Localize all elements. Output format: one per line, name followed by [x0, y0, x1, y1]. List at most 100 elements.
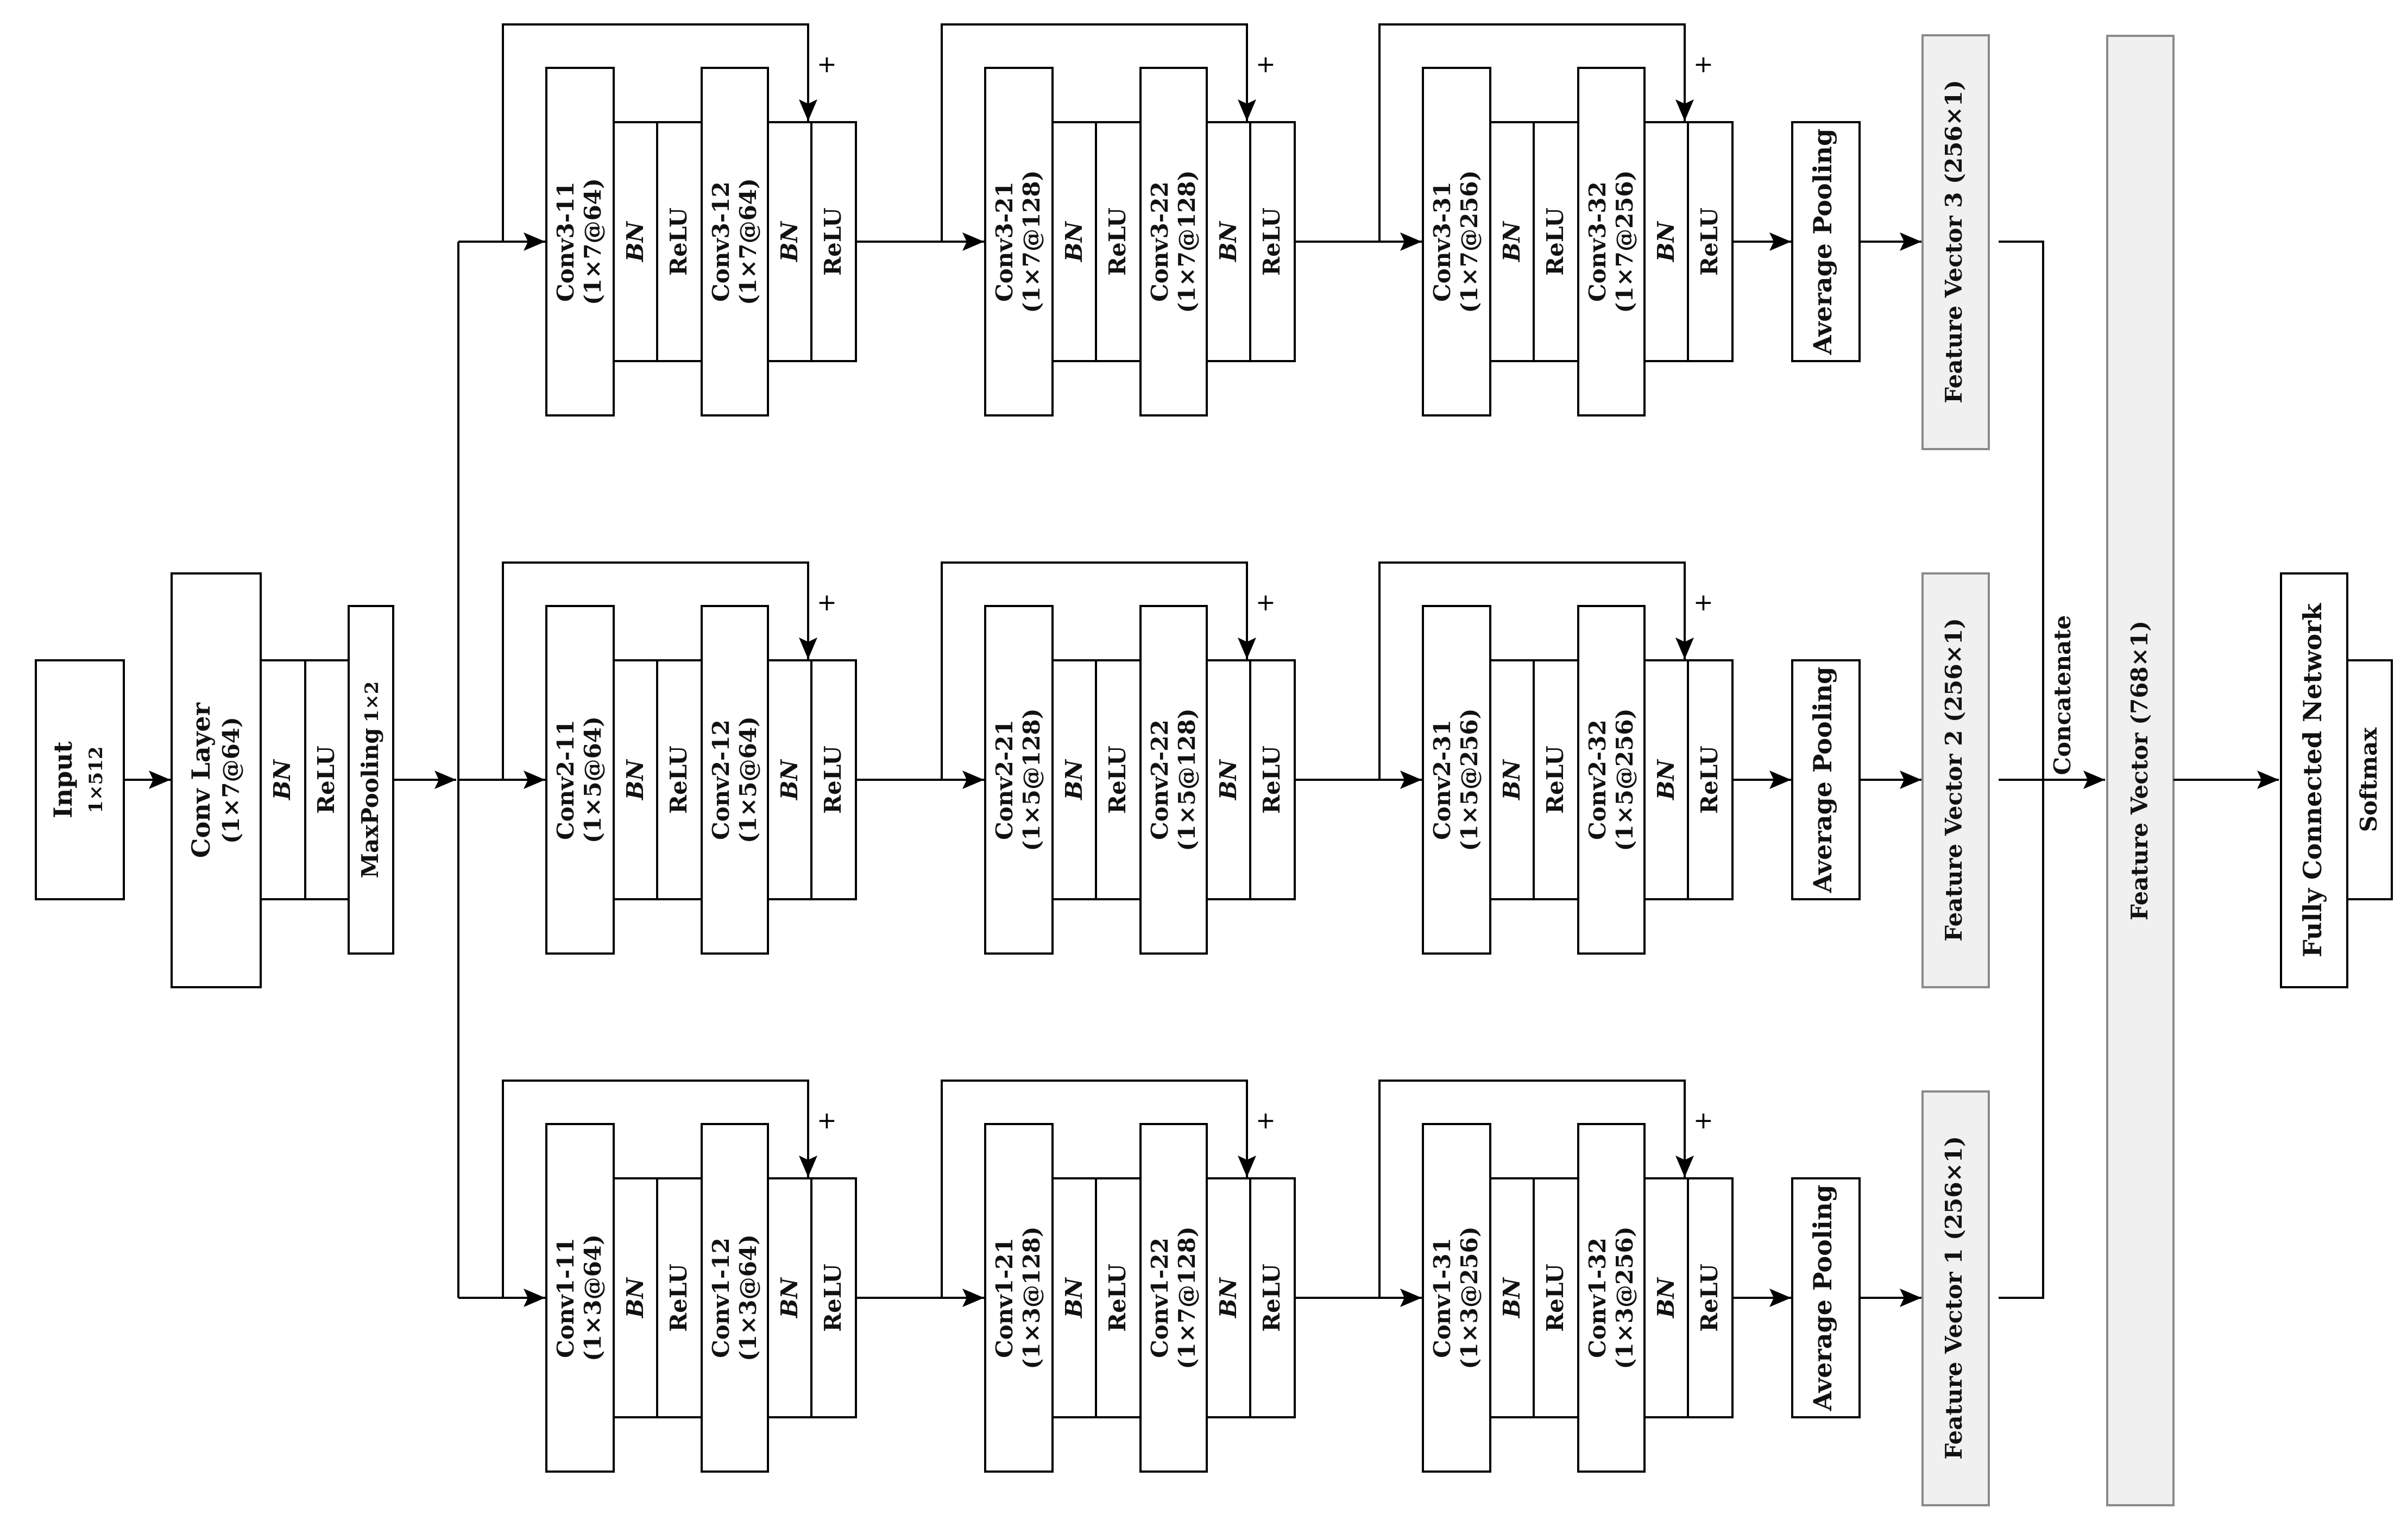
branch-2-feature-box: [1921, 572, 1990, 988]
branch-1-block-2-conv2-box: [1139, 1123, 1208, 1473]
branch-3-block-3-bn2-label: BN: [1653, 220, 1679, 262]
branch-2-block-1-plus-sign: +: [817, 589, 837, 616]
branch-2-avgpool-box: [1791, 659, 1861, 900]
branch-2-block-3-conv1-box: [1422, 605, 1491, 955]
branch-2-block-1-bn2-label: BN: [776, 759, 803, 800]
softmax-box: [2346, 659, 2393, 900]
branch-1-block-3-bn2-label: BN: [1653, 1277, 1679, 1318]
branch-2-avgpool-label: Average Pooling: [1808, 667, 1837, 894]
branch-3-block-1-plus-sign: +: [817, 51, 837, 78]
branch-1-avgpool-box: [1791, 1177, 1861, 1418]
branch-2-block-3-skip-connection: [1378, 561, 1694, 780]
branch-3-block-3-bn2-box: [1643, 121, 1689, 362]
branch-1-avgpool-label: Average Pooling: [1808, 1185, 1837, 1412]
branch-1-block-1-conv2-title: Conv1-12: [708, 1238, 734, 1358]
branch-2-block-2-bn1-box: [1051, 659, 1097, 900]
branch-1-block-1-conv1-title: Conv1-11: [552, 1238, 579, 1358]
branch-3-block-2-relu2-label: ReLU: [1258, 207, 1285, 276]
branch-1-block-2-relu1-box: [1095, 1177, 1142, 1418]
branch-3-block-2-conv2-title: Conv3-22: [1146, 181, 1173, 301]
stem-relu-label: ReLU: [313, 746, 339, 814]
merged-feature-label: Feature Vector (768×1): [2126, 621, 2153, 920]
branch-3-block-3-conv2-box: [1577, 67, 1646, 416]
branch-3-block-2-conv2-box: [1139, 67, 1208, 416]
branch-3-block-3-relu1-box: [1533, 121, 1579, 362]
branch-3-block-1-conv1-title: Conv3-11: [552, 181, 579, 301]
branch-3-block-1-relu1-box: [656, 121, 703, 362]
branch-2-block-1-skip-connection: [502, 561, 817, 780]
branch-3-block-2-relu2-box: [1249, 121, 1296, 362]
stem-block: Conv Layer (1×7@64) BN ReLU MaxPooling1×…: [171, 572, 394, 988]
branch-2-block-1-conv2-box: [701, 605, 769, 955]
branch-3-block-2-bn1-box: [1051, 121, 1097, 362]
branch-3-block-1-skip-connection: [502, 23, 817, 242]
branch-3-block-3-plus-sign: +: [1693, 51, 1713, 78]
stem-conv-box: [171, 572, 262, 988]
branch-2-block-3-relu2-label: ReLU: [1696, 746, 1723, 814]
branch-2-block-3-plus-sign: +: [1693, 589, 1713, 616]
concat-label: Concatenate: [2049, 615, 2076, 775]
stem-relu-box: [304, 659, 350, 900]
branch-2-block-1-relu1-label: ReLU: [665, 746, 692, 814]
merged-feature-block: Feature Vector (768×1): [2106, 35, 2175, 1506]
concat-bus-line: [1999, 241, 2044, 1299]
branch-2-block-3-conv1-params: (1×5@256): [1456, 708, 1483, 851]
branch-1-block-2-relu2-label: ReLU: [1258, 1264, 1285, 1332]
branch-2-block-3-bn1-label: BN: [1498, 759, 1525, 800]
branch-2-block-3-relu1-box: [1533, 659, 1579, 900]
branch-3-block-2-bn2-label: BN: [1215, 220, 1242, 262]
stem-conv-title: Conv Layer: [186, 702, 216, 858]
branch-3-block-3-relu1-label: ReLU: [1542, 207, 1568, 276]
branch-1-block-2-skip-connection: [941, 1080, 1256, 1298]
branch-1-block-2-bn1-box: [1051, 1177, 1097, 1418]
branch-1-block-3-bn1-label: BN: [1498, 1277, 1525, 1318]
branch-2-block-2-conv1-title: Conv2-21: [991, 719, 1018, 840]
branch-2-block-2-relu1-box: [1095, 659, 1142, 900]
merged-feature-box: [2106, 35, 2175, 1506]
branch-1-block-3-relu2-label: ReLU: [1696, 1264, 1723, 1332]
branch-2-block-3-relu1-label: ReLU: [1542, 746, 1568, 814]
branch-2-block-2-relu1-label: ReLU: [1104, 746, 1131, 814]
branch-2-block-3-bn1-box: [1489, 659, 1535, 900]
branch-2-block-3-bn2-label: BN: [1653, 759, 1679, 800]
branch-1-block-3-conv2-params: (1×3@256): [1611, 1226, 1638, 1369]
branch-2-block-1-relu2-label: ReLU: [820, 746, 846, 814]
branch-3-block-3-skip-connection: [1378, 23, 1694, 242]
branch-2-block-3-conv2-box: [1577, 605, 1646, 955]
branch-3-block-3-bn1-box: [1489, 121, 1535, 362]
branch-1-block-3-relu2-box: [1687, 1177, 1734, 1418]
branch-1-block-2-conv2-title: Conv1-22: [1146, 1238, 1173, 1358]
branch-2-block-3-conv1-title: Conv2-31: [1429, 719, 1455, 840]
branch-1-block-2-relu1-label: ReLU: [1104, 1264, 1131, 1332]
branch-3-block-1-relu2-label: ReLU: [820, 207, 846, 276]
branch-3-block-1-relu2-box: [810, 121, 857, 362]
branch-3-block-1-relu1-label: ReLU: [665, 207, 692, 276]
branch-1-block-2-conv1-title: Conv1-21: [991, 1238, 1018, 1358]
input-box: [35, 659, 125, 900]
branch-1-block-2-conv1-params: (1×3@128): [1018, 1226, 1045, 1369]
branch-2-block-1-bn1-box: [613, 659, 658, 900]
branch-2-block-1-conv2-params: (1×5@64): [735, 716, 761, 843]
branch-3-block-2-relu1-box: [1095, 121, 1142, 362]
branch-1-block-3-conv2-title: Conv1-32: [1584, 1238, 1611, 1358]
branch-1-block-1-skip-connection: [502, 1080, 817, 1298]
stem-maxpool-label: MaxPooling1×2: [357, 681, 383, 879]
branch-2-block-3-bn2-box: [1643, 659, 1689, 900]
softmax-label: Softmax: [2355, 727, 2382, 832]
input-title: Input: [48, 741, 78, 818]
branch-1-block-2-relu2-box: [1249, 1177, 1296, 1418]
branch-3-block-1-conv2-title: Conv3-12: [708, 181, 734, 301]
branch-2-block-2-skip-connection: [941, 561, 1256, 780]
branch-3-block-1-bn1-box: [613, 121, 658, 362]
branch-3-block-2-plus-sign: +: [1256, 51, 1276, 78]
branch-3-block-2-conv1-params: (1×7@128): [1018, 170, 1045, 313]
branch-1-block-3-plus-sign: +: [1693, 1107, 1713, 1134]
branch-1-block-3-skip-connection: [1378, 1080, 1694, 1298]
branch-1-block-2-bn2-box: [1206, 1177, 1251, 1418]
branch-2-block-1-conv2-title: Conv2-12: [708, 719, 734, 840]
